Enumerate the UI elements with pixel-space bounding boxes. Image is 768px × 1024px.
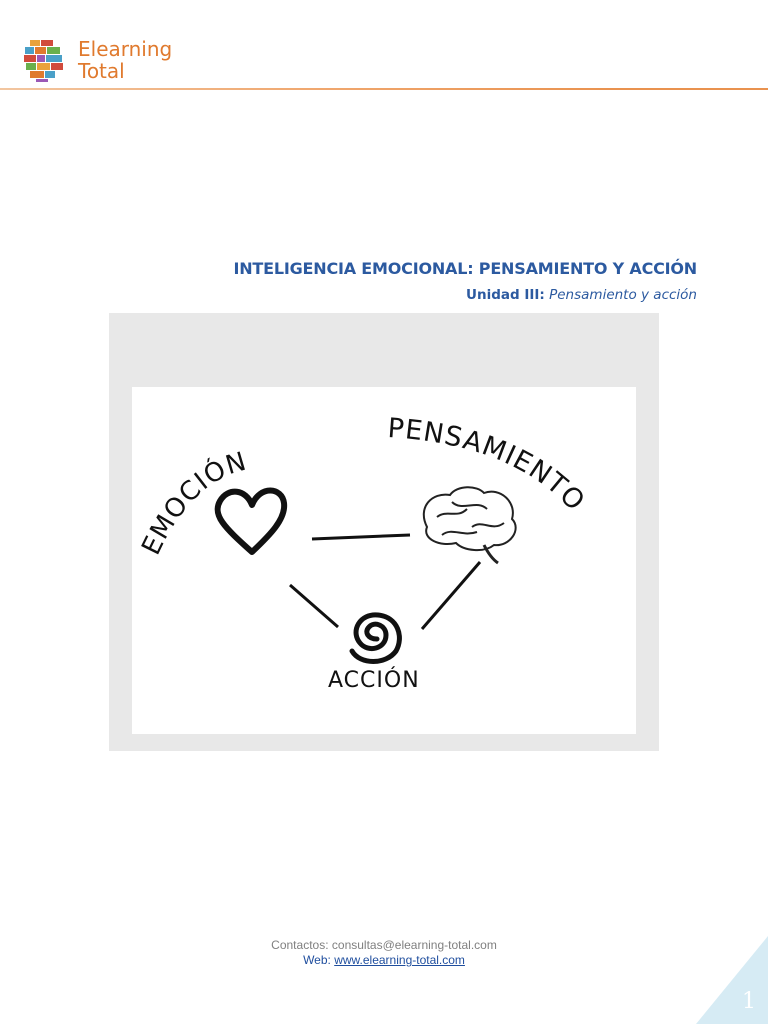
- page-header: Elearning Total: [0, 0, 768, 92]
- brain-icon: [422, 486, 517, 565]
- web-label: Web:: [303, 953, 331, 967]
- document-title: INTELIGENCIA EMOCIONAL: PENSAMIENTO Y AC…: [233, 259, 697, 278]
- corner-triangle: [696, 936, 768, 1024]
- footer-web: Web: www.elearning-total.com: [0, 953, 768, 968]
- brand-name: Elearning Total: [78, 38, 172, 82]
- page-number: 1: [742, 989, 756, 1014]
- unit-topic: Pensamiento y acción: [549, 287, 697, 303]
- contacts-label: Contactos:: [271, 938, 329, 952]
- brand-line-1: Elearning: [78, 37, 173, 61]
- brand-line-2: Total: [78, 59, 125, 83]
- emotion-word: EMOCIÓN: [136, 447, 250, 560]
- heart-icon: [214, 487, 288, 555]
- link-emotion-action: [289, 583, 339, 629]
- link-thought-action: [420, 561, 482, 630]
- contacts-email: consultas@elearning-total.com: [331, 938, 497, 952]
- figure-frame: EMOCIÓN PENSAMIENTO ACCIÓN: [109, 313, 659, 751]
- action-word: ACCIÓN: [328, 667, 420, 693]
- header-divider: [0, 88, 768, 90]
- document-subtitle: Unidad III: Pensamiento y acción: [466, 287, 697, 303]
- page-footer: Contactos: consultas@elearning-total.com…: [0, 938, 768, 968]
- unit-label: Unidad III:: [466, 287, 545, 303]
- thought-word: PENSAMIENTO: [387, 413, 591, 518]
- website-link[interactable]: www.elearning-total.com: [334, 953, 465, 967]
- link-emotion-thought: [311, 533, 411, 541]
- footer-contacts: Contactos: consultas@elearning-total.com: [0, 938, 768, 953]
- elearning-logo-icon: [24, 40, 63, 82]
- spiral-icon: [349, 612, 402, 664]
- figure-illustration: EMOCIÓN PENSAMIENTO ACCIÓN: [132, 387, 636, 734]
